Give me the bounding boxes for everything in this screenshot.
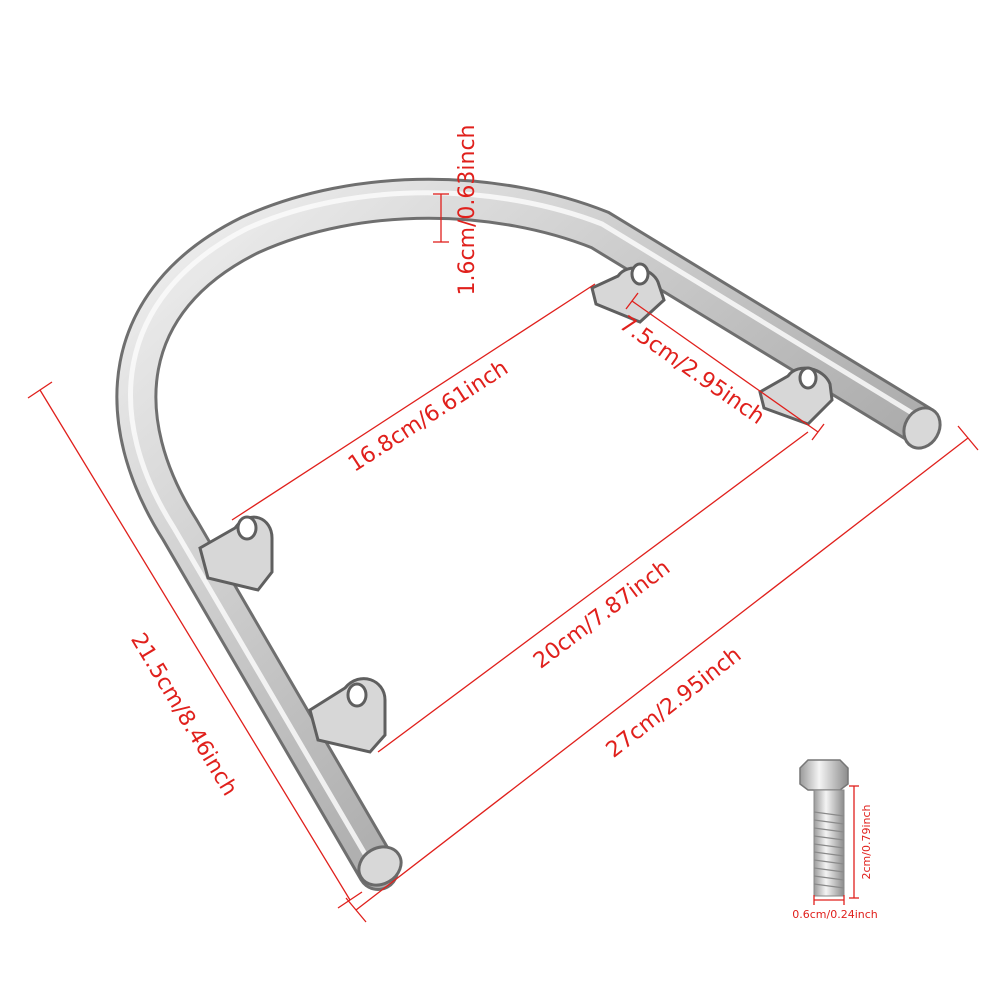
label-overall-length: 27cm/2.95inch xyxy=(602,643,747,764)
dim-inner-span-upper xyxy=(231,283,596,521)
bolt-head xyxy=(799,759,849,791)
label-overall-width: 21.5cm/8.46inch xyxy=(125,629,242,800)
grab-rail-highlight xyxy=(128,190,925,869)
label-inner-span-lower: 20cm/7.87inch xyxy=(529,555,675,674)
dim-bolt-diameter xyxy=(813,895,845,905)
dim-overall-length xyxy=(345,425,979,923)
bracket-upper-left xyxy=(198,515,274,592)
label-tube-diameter: 1.6cm/0.63inch xyxy=(455,124,480,295)
tube-end-cap-left xyxy=(357,845,403,887)
bolt-shank xyxy=(813,789,845,897)
bracket-lower-right xyxy=(758,366,834,426)
bracket-upper-right xyxy=(590,262,666,324)
dim-bracket-spacing xyxy=(625,292,825,441)
bracket-lower-left xyxy=(308,677,387,754)
bolt xyxy=(799,759,849,897)
grab-rail xyxy=(115,177,942,891)
dim-tube-diameter xyxy=(433,193,449,243)
grab-rail-tube-body xyxy=(118,180,938,888)
tube-end-cap-right xyxy=(902,406,942,450)
label-bolt-length: 2cm/0.79inch xyxy=(860,804,873,879)
dim-overall-width xyxy=(27,381,363,909)
label-bolt-diameter: 0.6cm/0.24inch xyxy=(792,908,878,921)
dim-bolt-length xyxy=(849,785,859,899)
dim-inner-span-lower xyxy=(377,431,809,753)
label-inner-span-upper: 16.8cm/6.61inch xyxy=(344,356,513,478)
